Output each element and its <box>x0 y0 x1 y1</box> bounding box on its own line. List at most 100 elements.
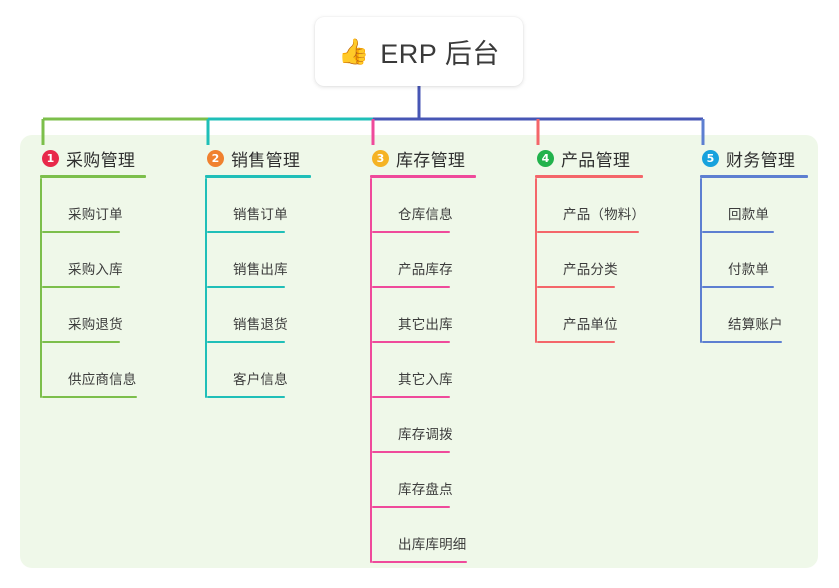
branch-child-label: 结算账户 <box>728 317 783 332</box>
branch-number-badge: 5 <box>702 149 719 167</box>
branch-child-rule <box>42 396 137 398</box>
branch-number-badge: 4 <box>537 149 554 167</box>
branch-title: 采购管理 <box>66 150 136 170</box>
branch-spine <box>535 178 537 343</box>
branch-number-badge: 3 <box>372 149 389 167</box>
branch-children: 销售订单销售出库销售退货客户信息 <box>205 178 311 398</box>
branch-child-item[interactable]: 其它出库 <box>370 288 476 343</box>
branch-child-label: 销售出库 <box>233 262 288 277</box>
branch-header-rule <box>40 175 146 178</box>
branch-child-rule <box>702 341 782 343</box>
branch-column-3: 3 库存管理仓库信息产品库存其它出库其它入库库存调拨库存盘点出库库明细 <box>370 145 476 563</box>
branch-child-rule <box>537 341 615 343</box>
branch-child-label: 产品（物料） <box>563 207 646 222</box>
branch-child-item[interactable]: 销售退货 <box>205 288 311 343</box>
branch-child-item[interactable]: 仓库信息 <box>370 178 476 233</box>
branch-header-rule <box>700 175 808 178</box>
branch-child-rule <box>372 286 450 288</box>
branch-child-label: 其它入库 <box>398 372 453 387</box>
branch-child-item[interactable]: 采购订单 <box>40 178 146 233</box>
branch-child-label: 产品库存 <box>398 262 453 277</box>
branch-child-rule <box>207 231 285 233</box>
branch-child-item[interactable]: 库存盘点 <box>370 453 476 508</box>
branch-column-4: 4 产品管理产品（物料） 产品分类产品单位 <box>535 145 646 343</box>
thumbs-up-icon: 👍 <box>338 38 370 66</box>
branch-child-rule <box>207 396 285 398</box>
branch-child-rule <box>372 451 450 453</box>
branch-child-label: 回款单 <box>728 207 770 222</box>
branch-spine <box>40 178 42 398</box>
branch-child-item[interactable]: 销售订单 <box>205 178 311 233</box>
branch-child-label: 供应商信息 <box>68 372 137 387</box>
branch-child-item[interactable]: 产品分类 <box>535 233 643 288</box>
branch-child-label: 客户信息 <box>233 372 288 387</box>
branch-spine <box>370 178 372 563</box>
branch-child-item[interactable]: 产品（物料） <box>535 178 646 233</box>
branch-header-rule <box>370 175 476 178</box>
branch-header[interactable]: 5 财务管理 <box>700 145 808 171</box>
branch-header-rule <box>535 175 643 178</box>
branch-child-label: 销售退货 <box>233 317 288 332</box>
branch-child-item[interactable]: 库存调拨 <box>370 398 476 453</box>
root-node[interactable]: 👍 ERP 后台 <box>315 17 523 86</box>
branch-child-rule <box>42 231 120 233</box>
branch-children: 产品（物料） 产品分类产品单位 <box>535 178 646 343</box>
branch-child-item[interactable]: 采购退货 <box>40 288 146 343</box>
branch-child-label: 出库库明细 <box>398 537 467 552</box>
branch-child-rule <box>372 341 450 343</box>
branch-child-rule <box>372 506 450 508</box>
branch-panel-background <box>20 135 818 568</box>
branch-child-item[interactable]: 产品单位 <box>535 288 643 343</box>
branch-child-item[interactable]: 产品库存 <box>370 233 476 288</box>
branch-child-rule <box>207 341 285 343</box>
branch-child-item[interactable]: 采购入库 <box>40 233 146 288</box>
branch-child-label: 库存调拨 <box>398 427 453 442</box>
branch-child-rule <box>372 561 467 563</box>
branch-spine <box>205 178 207 398</box>
branch-child-label: 采购退货 <box>68 317 123 332</box>
branch-header[interactable]: 2 销售管理 <box>205 145 311 171</box>
branch-child-rule <box>702 231 774 233</box>
branch-child-item[interactable]: 付款单 <box>700 233 808 288</box>
branch-child-label: 其它出库 <box>398 317 453 332</box>
branch-child-rule <box>537 286 615 288</box>
branch-child-item[interactable]: 销售出库 <box>205 233 311 288</box>
branch-child-label: 库存盘点 <box>398 482 453 497</box>
branch-title: 销售管理 <box>231 150 301 170</box>
branch-child-label: 采购入库 <box>68 262 123 277</box>
branch-number-badge: 1 <box>42 149 59 167</box>
branch-child-rule <box>372 231 450 233</box>
branch-column-5: 5 财务管理回款单付款单结算账户 <box>700 145 808 343</box>
branch-children: 回款单付款单结算账户 <box>700 178 808 343</box>
branch-title: 库存管理 <box>396 150 466 170</box>
root-title: ERP 后台 <box>380 39 500 69</box>
branch-child-label: 销售订单 <box>233 207 288 222</box>
branch-title: 产品管理 <box>561 150 631 170</box>
branch-child-item[interactable]: 出库库明细 <box>370 508 476 563</box>
branch-child-rule <box>372 396 450 398</box>
branch-header[interactable]: 4 产品管理 <box>535 145 643 171</box>
branch-child-item[interactable]: 回款单 <box>700 178 808 233</box>
branch-child-rule <box>537 231 639 233</box>
branch-children: 采购订单采购入库采购退货供应商信息 <box>40 178 146 398</box>
branch-header[interactable]: 1 采购管理 <box>40 145 146 171</box>
branch-children: 仓库信息产品库存其它出库其它入库库存调拨库存盘点出库库明细 <box>370 178 476 563</box>
branch-child-label: 产品分类 <box>563 262 618 277</box>
branch-child-rule <box>207 286 285 288</box>
branch-child-item[interactable]: 其它入库 <box>370 343 476 398</box>
branch-title: 财务管理 <box>726 150 796 170</box>
branch-child-item[interactable]: 客户信息 <box>205 343 311 398</box>
branch-child-label: 付款单 <box>728 262 770 277</box>
branch-child-label: 仓库信息 <box>398 207 453 222</box>
branch-spine <box>700 178 702 343</box>
branch-child-rule <box>702 286 774 288</box>
branch-number-badge: 2 <box>207 149 224 167</box>
branch-child-item[interactable]: 供应商信息 <box>40 343 146 398</box>
branch-child-rule <box>42 341 120 343</box>
branch-child-item[interactable]: 结算账户 <box>700 288 808 343</box>
branch-column-2: 2 销售管理销售订单销售出库销售退货客户信息 <box>205 145 311 398</box>
branch-child-rule <box>42 286 120 288</box>
branch-header[interactable]: 3 库存管理 <box>370 145 476 171</box>
branch-child-label: 采购订单 <box>68 207 123 222</box>
